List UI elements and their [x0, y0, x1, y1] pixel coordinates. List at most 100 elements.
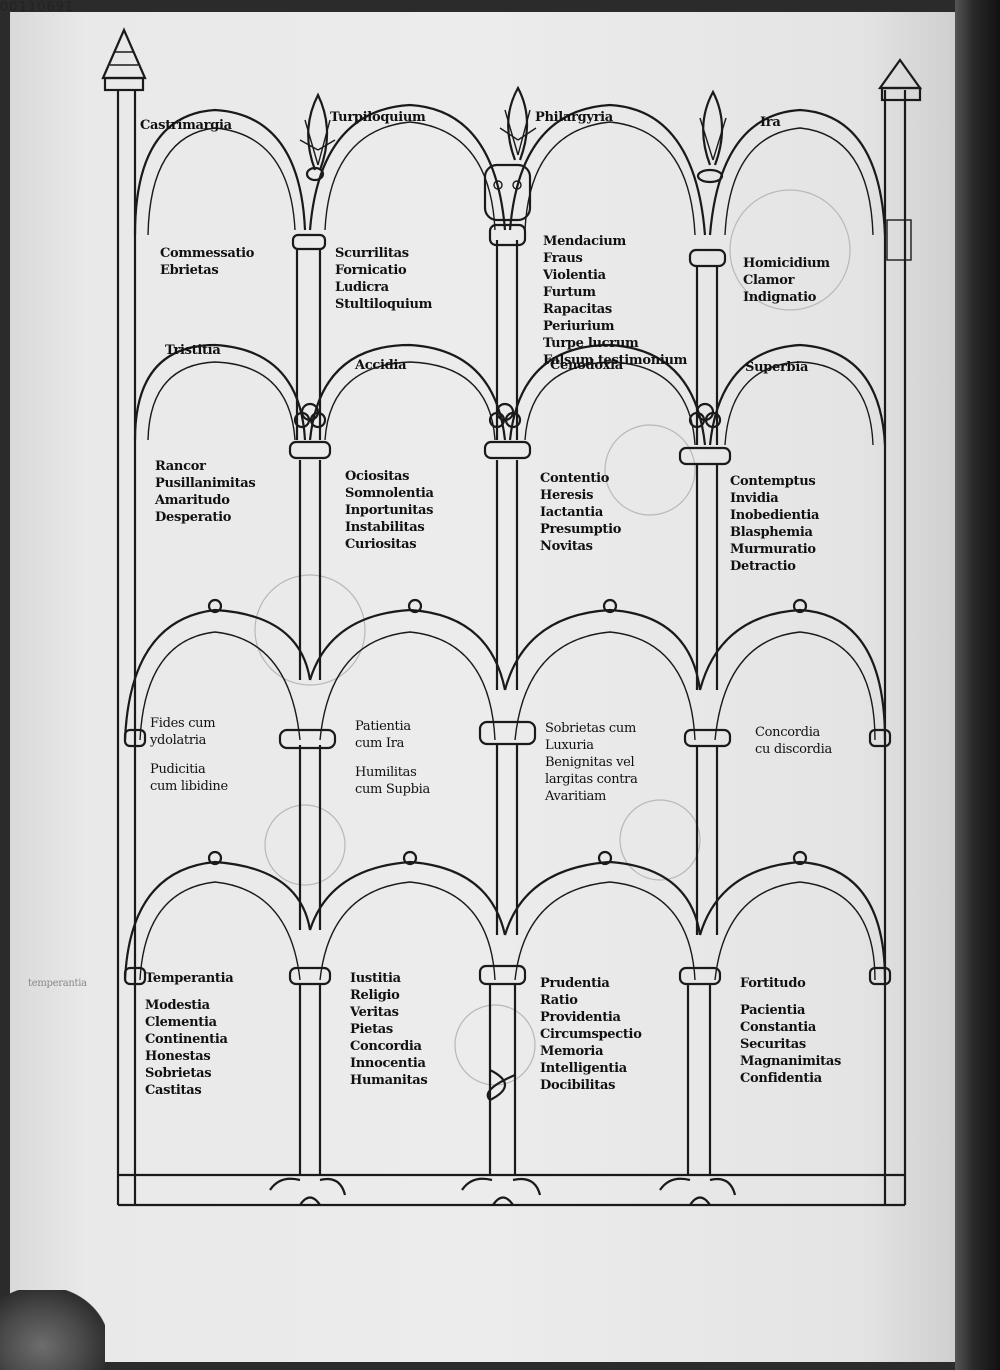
list-item: Fornicatio: [335, 263, 407, 278]
list-item: Avaritiam: [545, 789, 607, 804]
list-item: Inobedientia: [730, 508, 820, 523]
frame-lines: [116, 90, 907, 1207]
list-item: Confidentia: [740, 1071, 822, 1086]
list-item: Intelligentia: [540, 1061, 627, 1076]
list-item: Pudicitia: [150, 762, 206, 777]
left-tower: [101, 27, 147, 92]
list-item: Religio: [350, 988, 400, 1003]
book-spine: [955, 0, 1000, 1370]
list-item: Amaritudo: [155, 493, 230, 508]
list-item: Falsum testimonium: [543, 353, 688, 368]
list-item: Continentia: [145, 1032, 228, 1047]
vice-list-turpiloquium: Scurrilitas Fornicatio Ludicra Stultiloq…: [335, 245, 432, 313]
list-item: Clementia: [145, 1015, 217, 1030]
list-item: Patientia: [355, 719, 411, 734]
list-item: Honestas: [145, 1049, 211, 1064]
parchment-leaf: [10, 12, 955, 1362]
list-item: Pacientia: [740, 1003, 806, 1018]
list-item: Providentia: [540, 1010, 621, 1025]
right-tower: [877, 58, 923, 261]
list-item: Murmuratio: [730, 542, 816, 557]
list-item: Violentia: [543, 268, 606, 283]
arches-row-3: [123, 598, 887, 741]
vice-list-cenodoxia: Contentio Heresis Iactantia Presumptio N…: [540, 470, 621, 555]
list-item: Ratio: [540, 993, 578, 1008]
list-item: Innocentia: [350, 1056, 426, 1071]
virtue-fortitudo: Fortitudo Pacientia Constantia Securitas…: [740, 975, 841, 1087]
list-item: Magnanimitas: [740, 1054, 842, 1069]
virtue-iustitia: Iustitia Religio Veritas Pietas Concordi…: [350, 970, 428, 1089]
vice-title-cenodoxia: Cenodoxia: [550, 358, 623, 373]
list-item: Scurrilitas: [335, 246, 409, 261]
list-item: Curiositas: [345, 537, 417, 552]
list-item: Luxuria: [545, 738, 594, 753]
list-item: Rapacitas: [543, 302, 612, 317]
list-item: Fides cum: [150, 716, 216, 731]
list-item: Ociositas: [345, 469, 410, 484]
list-item: Contemptus: [730, 474, 816, 489]
list-item: Inportunitas: [345, 503, 434, 518]
list-item: Novitas: [540, 539, 593, 554]
vice-title-accidia: Accidia: [355, 358, 407, 373]
conflict-concordia: Concordia cu discordia: [755, 724, 832, 758]
list-item: cum libidine: [150, 779, 228, 794]
arches-row-4: [123, 850, 887, 981]
frame-number: 00110691: [0, 0, 75, 15]
list-item: Docibilitas: [540, 1078, 616, 1093]
list-item: Blasphemia: [730, 525, 813, 540]
bleed-through-marks: [254, 189, 851, 1086]
list-item: Stultiloquium: [335, 297, 433, 312]
vice-list-castrimargia: Commessatio Ebrietas: [160, 245, 254, 279]
list-item: Modestia: [145, 998, 210, 1013]
grotesque-mask: [483, 163, 532, 222]
list-item: Clamor: [743, 273, 795, 288]
vice-title-tristitia: Tristitia: [165, 343, 221, 358]
margin-note: temperantia: [28, 978, 87, 989]
list-item: Invidia: [730, 491, 779, 506]
finials: [299, 85, 727, 222]
arches-row-2: [133, 343, 887, 446]
list-item: Pusillanimitas: [155, 476, 256, 491]
list-item: Sobrietas cum: [545, 721, 636, 736]
vice-list-tristitia: Rancor Pusillanimitas Amaritudo Desperat…: [155, 458, 256, 526]
list-item: Contentio: [540, 471, 610, 486]
list-item: Presumptio: [540, 522, 622, 537]
vice-list-superbia: Contemptus Invidia Inobedientia Blasphem…: [730, 473, 819, 575]
virtue-prudentia: Prudentia Ratio Providentia Circumspecti…: [540, 975, 642, 1094]
list-item: Somnolentia: [345, 486, 434, 501]
list-item: Humilitas: [355, 765, 417, 780]
list-item: Rancor: [155, 459, 206, 474]
list-item: Homicidium: [743, 256, 830, 271]
list-item: Benignitas vel: [545, 755, 635, 770]
list-item: Pietas: [350, 1022, 393, 1037]
vice-title-philargyria: Philargyria: [535, 110, 613, 125]
list-item: Humanitas: [350, 1073, 428, 1088]
list-item: Circumspectio: [540, 1027, 642, 1042]
virtue-title: Fortitudo: [740, 976, 806, 991]
list-item: Heresis: [540, 488, 594, 503]
virtue-title: Temperantia: [145, 971, 234, 986]
list-item: Iactantia: [540, 505, 603, 520]
list-item: Detractio: [730, 559, 796, 574]
conflict-fides-pudicitia: Fides cum ydolatria Pudicitia cum libidi…: [150, 715, 228, 795]
photographer-thumb: [0, 1290, 105, 1370]
list-item: Furtum: [543, 285, 596, 300]
vice-list-philargyria: Mendacium Fraus Violentia Furtum Rapacit…: [543, 233, 687, 369]
list-item: Periurium: [543, 319, 615, 334]
conflict-sobrietas-benignitas: Sobrietas cum Luxuria Benignitas vel lar…: [545, 720, 638, 805]
list-item: Fraus: [543, 251, 583, 266]
list-item: Ludicra: [335, 280, 389, 295]
list-item: ydolatria: [150, 733, 207, 748]
bases: [269, 1069, 737, 1206]
capitals: [123, 223, 892, 986]
virtue-temperantia: Temperantia Modestia Clementia Continent…: [145, 970, 234, 1099]
list-item: Securitas: [740, 1037, 806, 1052]
vice-list-ira: Homicidium Clamor Indignatio: [743, 255, 830, 306]
vice-title-ira: Ira: [760, 115, 781, 130]
list-item: [355, 752, 430, 764]
list-item: cu discordia: [755, 742, 832, 757]
list-item: Desperatio: [155, 510, 232, 525]
list-item: Concordia: [350, 1039, 422, 1054]
list-item: Castitas: [145, 1083, 202, 1098]
